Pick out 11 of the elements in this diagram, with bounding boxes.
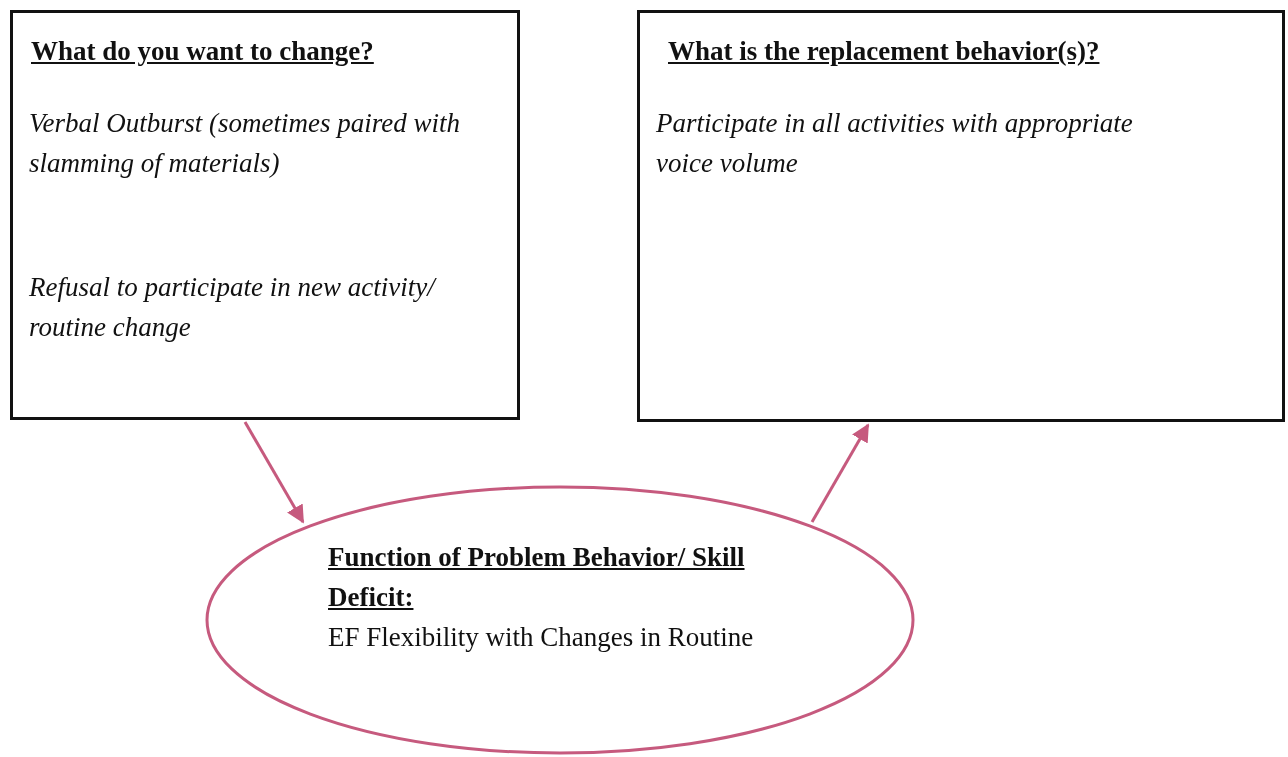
arrow — [810, 423, 870, 523]
body-text: Participate in all activities with appropriate voice volume — [656, 107, 1134, 180]
body-text: Verbal Outburst (sometimes paired with slamming of materials) — [29, 107, 461, 180]
text-box — [10, 10, 520, 420]
body-text: Refusal to participate in new activity/ routine change — [29, 271, 438, 344]
box-heading: What is the replacement behavior(s)? — [668, 35, 1101, 68]
body-text: EF Flexibility with Changes in Routine — [328, 621, 755, 654]
ellipse-heading: Function of Problem Behavior/ Skill Deficit: — [328, 541, 746, 614]
arrow — [243, 421, 305, 524]
text-box — [637, 10, 1285, 422]
box-heading: What do you want to change? — [31, 35, 375, 68]
